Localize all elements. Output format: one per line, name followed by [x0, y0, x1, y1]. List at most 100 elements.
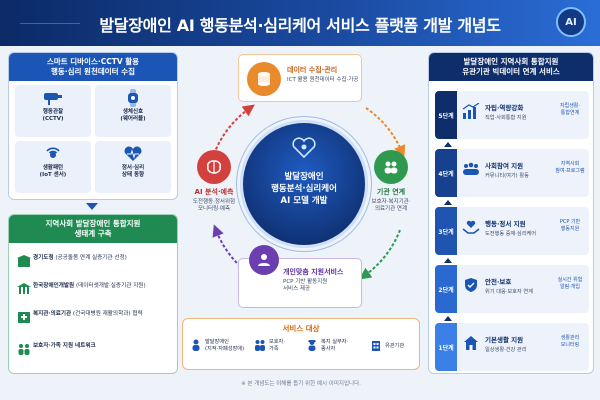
device-wearable: 생체신호 (웨어러블): [95, 85, 171, 137]
ecosystem-item: 한국장애인개발원 (데이터셋개발·실증기관 지원): [17, 283, 173, 297]
hands-heart-icon: [461, 219, 481, 239]
data-collection-panel: 스마트 디바이스·CCTV 활용 행동·심리 원천데이터 수집 행동관찰 (CC…: [8, 52, 178, 200]
people-icon: [374, 150, 408, 184]
service-target-title: 서비스 대상: [282, 324, 320, 333]
stage-title: 안전·보호: [485, 278, 512, 286]
ecosystem-item: 경기도청 (공공돌봄 연계 실증기관 선정): [17, 255, 173, 269]
stage-tag: 생활관리 모니터링: [560, 335, 580, 348]
building-icon: [369, 339, 383, 353]
center-model-circle: 발달장애인 행동분석·심리케어 AI 모델 개발: [240, 120, 368, 248]
ecosystem-desc: (건국대병원 재활의학과) 협력: [71, 311, 143, 317]
device-emotion: 정서·심리 상태 동향: [95, 141, 171, 193]
family-icon: [253, 339, 267, 353]
care-icon: [249, 245, 279, 275]
device-grid: 행동관찰 (CCTV) 생체신호 (웨어러블) 생활패턴 (IoT 센서) 정서…: [15, 85, 171, 195]
footnote: ※ 본 개념도는 이해를 돕기 위한 예시 이미지입니다.: [241, 381, 361, 387]
ecosystem-name: 경기도청: [33, 255, 54, 261]
node-institution-link: 기관 연계 보호자·복지기관· 의료기관 연계: [360, 150, 422, 213]
service-target-item: 보호자· 가족: [253, 339, 285, 353]
node-data-collection: 데이터 수집·관리 ICT 활용 원천데이터 수집·가공: [238, 54, 362, 102]
heart-brain-icon: [243, 137, 365, 164]
arrow-data-to-link: [365, 107, 406, 158]
stage-body: 안전·보호 위기 대응·보호자 연계 실시간 위험 알림·개입: [457, 265, 589, 313]
service-target-label: 보호자· 가족: [269, 339, 285, 352]
node-desc: ICT 활용 원천데이터 수집·가공: [287, 77, 359, 83]
node-desc: 도전행동·정서위험 모니터링·예측: [192, 199, 236, 212]
arrow-link-to-care: [359, 229, 401, 280]
stage-title: 기본생활 지원: [485, 336, 524, 344]
stage-body: 행동·정서 지원 도전행동 중재·심리케어 PCP 기반 행동지원: [457, 207, 589, 255]
sensor-icon: [42, 145, 64, 163]
stage-body: 자립·역량강화 직업·사회통합 지원 자립생활· 통합연계: [457, 91, 589, 139]
ai-badge-icon: AI: [556, 7, 586, 37]
home-icon: [461, 335, 481, 355]
up-arrow-icon: [444, 200, 452, 205]
stage-body: 기본생활 지원 일상생활·건강 관리 생활관리 모니터링: [457, 323, 589, 371]
up-arrow-icon: [444, 258, 452, 263]
service-target-item: 유관기관: [369, 339, 404, 353]
growth-icon: [461, 102, 481, 123]
watch-icon: [122, 89, 144, 107]
service-target-label: 복지 실무자· 종사자: [321, 339, 349, 352]
stage-5: 5단계 자립·역량강화 직업·사회통합 지원 자립생활· 통합연계: [435, 91, 589, 139]
stage-level: 4단계: [435, 149, 457, 197]
node-title: 데이터 수집·관리: [287, 66, 338, 74]
stage-level: 2단계: [435, 265, 457, 313]
stage-level: 5단계: [435, 91, 457, 139]
community-icon: [461, 161, 481, 181]
page-title: 발달장애인 AI 행동분석·심리케어 서비스 플랫폼 개발 개념도: [99, 16, 501, 35]
data-collection-heading: 스마트 디바이스·CCTV 활용 행동·심리 원천데이터 수집: [9, 53, 177, 81]
device-label: 정서·심리 상태 동향: [121, 165, 145, 178]
stage-4: 4단계 사회참여 지원 커뮤니티(여가) 활동 지역사회 참여·프로그램: [435, 149, 589, 197]
down-arrow-icon: [86, 203, 98, 210]
stage-desc: 도전행동 중재·심리케어: [485, 231, 537, 237]
stage-desc: 직업·사회통합 지원: [485, 115, 527, 121]
ecosystem-name: 한국장애인개발원: [33, 283, 75, 289]
building-icon: [17, 255, 33, 269]
institution-icon: [17, 283, 33, 297]
database-icon: [247, 62, 281, 96]
header-decoration: [20, 23, 80, 24]
service-target-label: 유관기관: [385, 342, 405, 349]
shield-icon: [461, 277, 481, 297]
node-title: 기관 연계: [376, 188, 406, 196]
device-cctv: 행동관찰 (CCTV): [15, 85, 91, 137]
service-target-item: 발달장애인 (지적·자폐성장애): [189, 339, 244, 353]
device-label: 행동관찰 (CCTV): [42, 109, 64, 122]
stage-tag: 지역사회 참여·프로그램: [555, 161, 585, 174]
cctv-icon: [42, 89, 64, 107]
ecosystem-desc: (공공돌봄 연계 실증기관 선정): [53, 255, 127, 261]
device-label: 생활패턴 (IoT 센서): [39, 165, 67, 178]
ecosystem-heading: 지역사회 발달장애인 통합지원 생태계 구축: [9, 215, 177, 243]
node-desc: 보호자·복지기관· 의료기관 연계: [371, 199, 411, 212]
worker-icon: [305, 339, 319, 353]
stage-desc: 위기 대응·보호자 연계: [485, 289, 533, 295]
center-title: 발달장애인 행동분석·심리케어 AI 모델 개발: [271, 172, 337, 206]
stage-title: 행동·정서 지원: [485, 220, 526, 228]
stage-title: 사회참여 지원: [485, 162, 524, 170]
node-title: AI 분석·예측: [194, 188, 234, 196]
stage-tag: 자립생활· 통합연계: [560, 103, 580, 116]
ecosystem-item: 복지관·의료기관 (건국대병원 재활의학과) 협력: [17, 311, 173, 325]
stage-2: 2단계 안전·보호 위기 대응·보호자 연계 실시간 위험 알림·개입: [435, 265, 589, 313]
brain-icon: [197, 150, 231, 184]
stage-title: 자립·역량강화: [485, 104, 524, 112]
device-label: 생체신호 (웨어러블): [120, 109, 146, 122]
ecosystem-panel: 지역사회 발달장애인 통합지원 생태계 구축 경기도청 (공공돌봄 연계 실증기…: [8, 214, 178, 374]
ecosystem-name: 복지관·의료기관: [33, 311, 72, 317]
node-ai-analysis: AI 분석·예측 도전행동·정서위험 모니터링·예측: [180, 150, 248, 213]
stage-tag: 실시간 위험 알림·개입: [557, 277, 583, 290]
stage-level: 3단계: [435, 207, 457, 255]
ecosystem-name: 보호자·가족 지원 네트워크: [33, 343, 96, 349]
device-iot: 생활패턴 (IoT 센서): [15, 141, 91, 193]
up-arrow-icon: [444, 316, 452, 321]
service-target-item: 복지 실무자· 종사자: [305, 339, 348, 353]
stage-1: 1단계 기본생활 지원 일상생활·건강 관리 생활관리 모니터링: [435, 323, 589, 371]
service-target-panel: 서비스 대상 발달장애인 (지적·자폐성장애) 보호자· 가족 복지 실무자· …: [182, 318, 420, 370]
stage-body: 사회참여 지원 커뮤니티(여가) 활동 지역사회 참여·프로그램: [457, 149, 589, 197]
integrated-support-panel: 발달장애인 지역사회 통합지원 유관기관 빅데이터 연계 서비스 5단계 자립·…: [428, 52, 594, 374]
node-custom-care: 개인맞춤 지원서비스 PCP 기반 활동지원 서비스 제공: [238, 245, 362, 308]
node-desc: PCP 기반 활동지원 서비스 제공: [283, 279, 328, 292]
family-icon: [17, 343, 33, 357]
stage-desc: 일상생활·건강 관리: [485, 347, 527, 353]
